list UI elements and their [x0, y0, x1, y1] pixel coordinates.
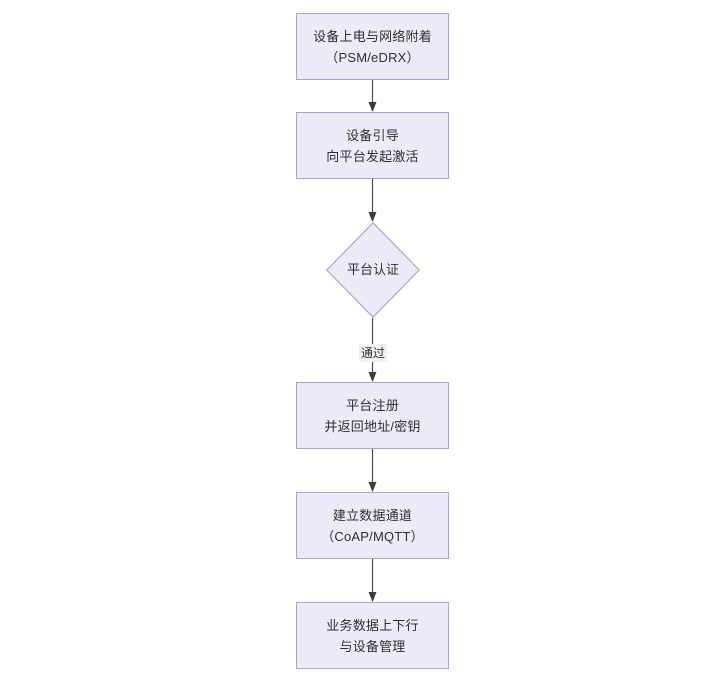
node-label-line1: 建立数据通道	[332, 507, 413, 523]
node-label-line2: （CoAP/MQTT）	[321, 528, 424, 544]
node-business-data-and-device-management[interactable]: 业务数据上下行 与设备管理	[296, 602, 449, 669]
node-label-line1: 设备引导	[346, 127, 399, 143]
edge-label-pass: 通过	[358, 344, 388, 362]
node-platform-authentication[interactable]: 平台认证	[326, 222, 420, 318]
node-label-line2: 与设备管理	[339, 638, 406, 654]
node-label-line2: 并返回地址/密钥	[324, 418, 421, 434]
node-label-line1: 设备上电与网络附着	[313, 28, 432, 44]
node-label-line1: 业务数据上下行	[326, 617, 419, 633]
node-platform-registration[interactable]: 平台注册 并返回地址/密钥	[296, 382, 449, 449]
node-device-power-on[interactable]: 设备上电与网络附着 （PSM/eDRX）	[296, 13, 449, 80]
node-label-line2: 向平台发起激活	[326, 148, 419, 164]
node-label-line1: 平台注册	[346, 397, 399, 413]
node-label-line2: （PSM/eDRX）	[325, 49, 420, 65]
diamond-shape	[326, 222, 420, 318]
node-device-bootstrap[interactable]: 设备引导 向平台发起激活	[296, 112, 449, 179]
node-establish-data-channel[interactable]: 建立数据通道 （CoAP/MQTT）	[296, 492, 449, 559]
node-label-line1: 平台认证	[346, 262, 399, 277]
